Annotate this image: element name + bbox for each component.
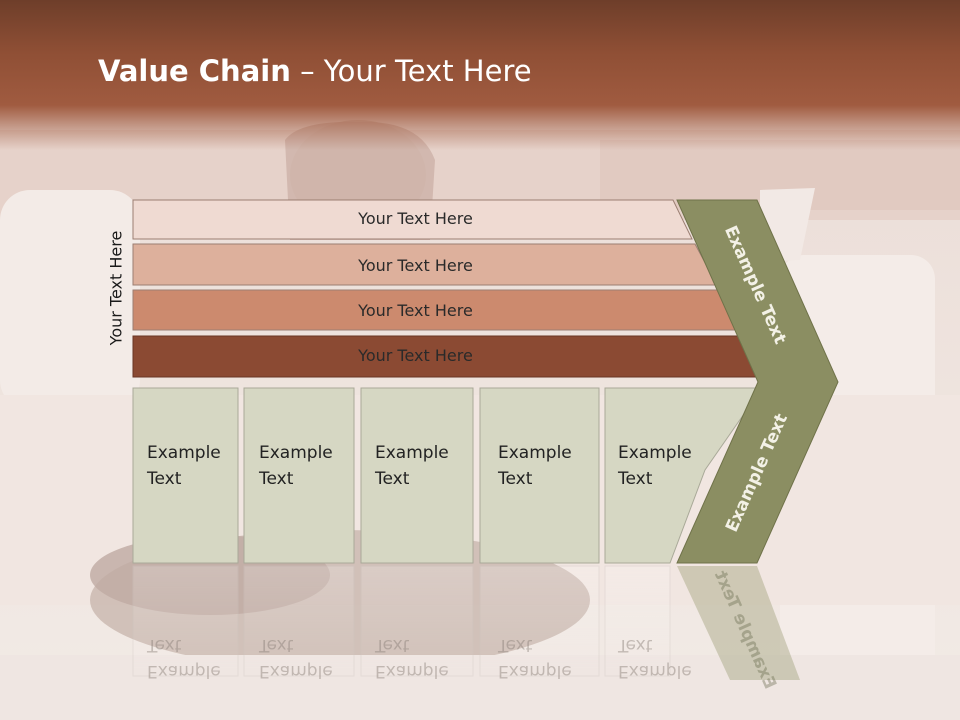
row-label-1: Your Text Here (358, 209, 473, 228)
row-label-3: Your Text Here (358, 301, 473, 320)
box-1 (132, 387, 239, 564)
row-label-2: Your Text Here (358, 256, 473, 275)
chevron-reflection (677, 566, 800, 680)
page-title: Value Chain – Your Text Here (98, 54, 532, 88)
chevron-arrow (676, 199, 839, 564)
row-band-1 (132, 199, 693, 240)
title-bold: Value Chain (98, 54, 291, 88)
title-rest: – Your Text Here (290, 54, 532, 88)
box-4 (479, 387, 600, 564)
box-5 (604, 387, 763, 564)
box-3 (360, 387, 474, 564)
row-label-4: Your Text Here (358, 346, 473, 365)
reflection-group (132, 565, 671, 677)
title-bar (0, 0, 960, 150)
box-2 (243, 387, 355, 564)
